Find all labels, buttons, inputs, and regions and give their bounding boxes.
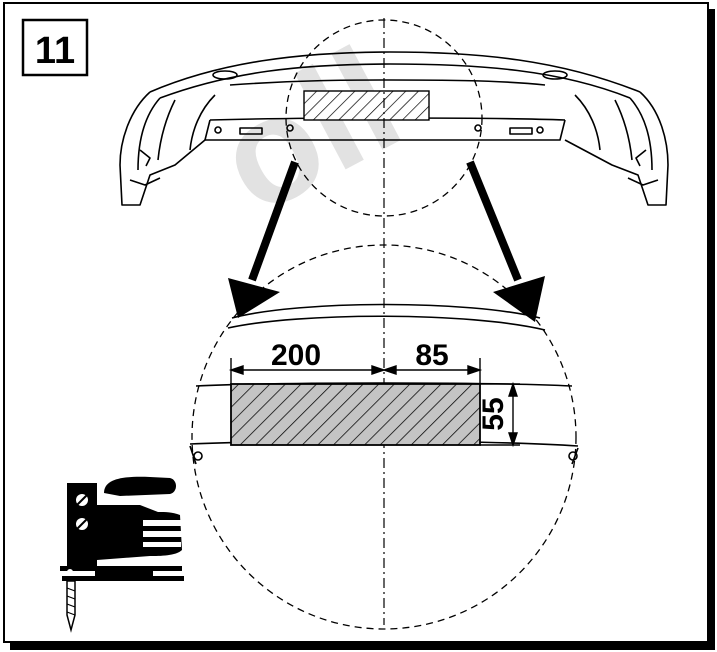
dimension-label-width-right: 85	[415, 339, 448, 372]
dimension-label-width-left: 200	[271, 339, 321, 372]
detail-circle-large	[191, 244, 577, 630]
dimension-label-height: 55	[477, 397, 510, 430]
dimension-lines	[228, 358, 520, 448]
step-badge: 11	[21, 18, 89, 77]
step-number: 11	[35, 30, 75, 72]
pointer-arrow-icon	[228, 160, 299, 318]
jigsaw-icon	[60, 476, 184, 633]
cut-area-detail	[230, 383, 481, 446]
cut-area-overview	[303, 90, 430, 121]
pointer-arrow-icon	[466, 160, 545, 322]
